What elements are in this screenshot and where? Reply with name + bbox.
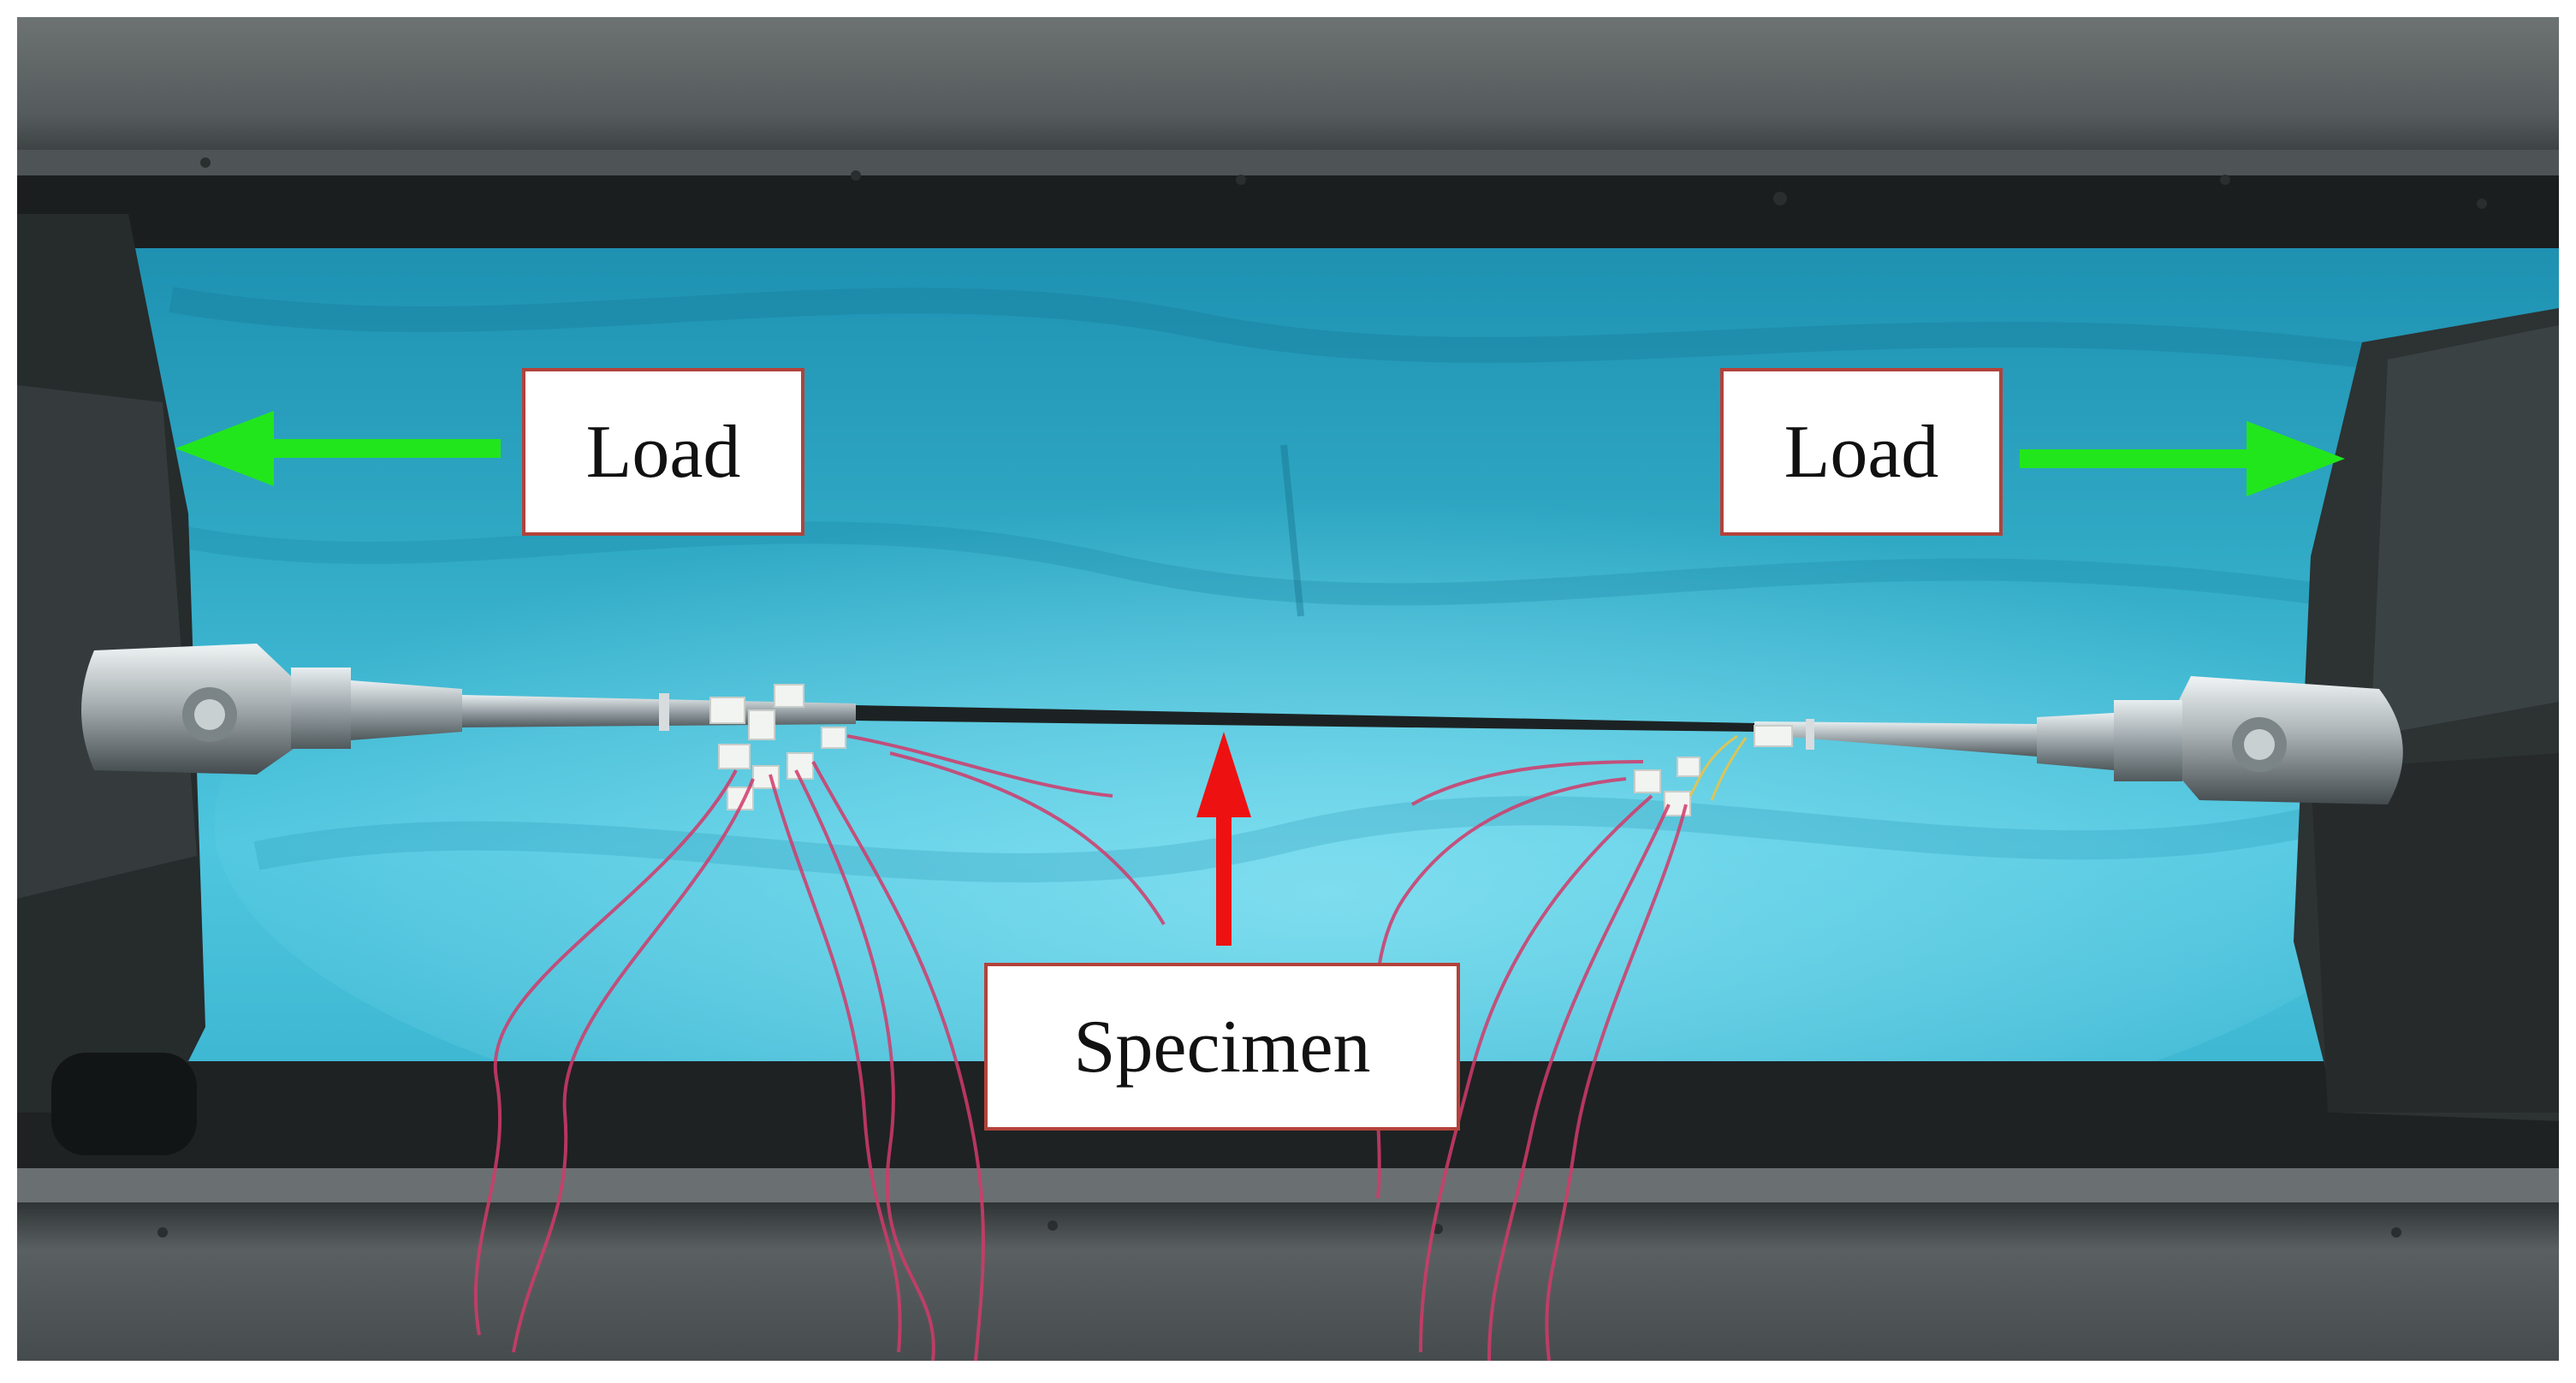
arrow-up-icon: [1196, 732, 1251, 946]
arrow-left-icon: [175, 411, 501, 486]
specimen-label: Specimen: [984, 963, 1460, 1131]
load-label-right: Load: [1720, 368, 2003, 536]
load-label-left: Load: [522, 368, 804, 536]
arrow-right-icon: [2020, 421, 2345, 496]
